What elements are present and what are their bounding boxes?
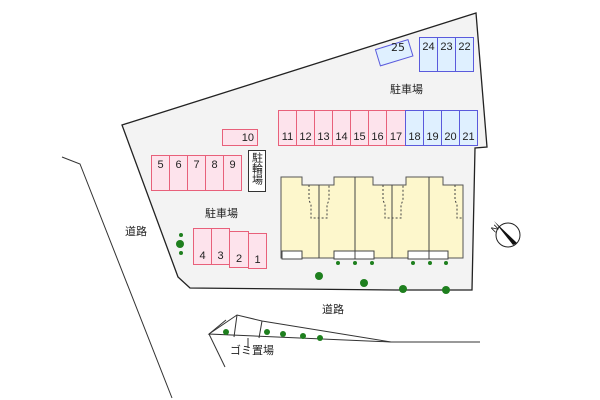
garbage-area-top bbox=[208, 314, 392, 343]
bicycle-parking: 駐輪場 bbox=[248, 150, 266, 192]
label-road-left: 道路 bbox=[125, 225, 147, 238]
parking-stall-2: 2 bbox=[229, 231, 249, 268]
parking-stall-16: 16 bbox=[368, 110, 387, 146]
parking-stall-21: 21 bbox=[459, 110, 478, 146]
north-arrow-icon: N bbox=[489, 221, 521, 248]
bicycle-parking-label: 駐輪場 bbox=[250, 152, 264, 185]
parking-stall-9: 9 bbox=[223, 155, 242, 191]
trees bbox=[176, 233, 450, 341]
parking-stall-18: 18 bbox=[405, 110, 424, 146]
parking-stall-6: 6 bbox=[169, 155, 188, 191]
label-parking-left: 駐車場 bbox=[205, 207, 238, 220]
parking-stall-17: 17 bbox=[386, 110, 406, 146]
label-parking-main: 駐車場 bbox=[390, 83, 423, 96]
parking-stall-5: 5 bbox=[151, 155, 170, 191]
parking-stall-8: 8 bbox=[205, 155, 224, 191]
garbage-area-outline bbox=[207, 319, 480, 343]
label-road-bottom: 道路 bbox=[322, 303, 344, 316]
apartment-building bbox=[280, 176, 464, 260]
parking-stall-13: 13 bbox=[314, 110, 333, 146]
parking-stall-14: 14 bbox=[332, 110, 351, 146]
parking-stall-23: 23 bbox=[437, 37, 456, 72]
parking-stall-3: 3 bbox=[211, 228, 230, 265]
svg-text:N: N bbox=[489, 223, 501, 235]
parking-stall-10: 10 bbox=[222, 129, 258, 146]
parking-stall-11: 11 bbox=[278, 110, 297, 146]
parking-stall-25 bbox=[374, 39, 414, 67]
parking-stall-22: 22 bbox=[455, 37, 474, 72]
parking-stall-15: 15 bbox=[350, 110, 369, 146]
parking-stall-4: 4 bbox=[193, 228, 212, 265]
parking-stall-12: 12 bbox=[296, 110, 315, 146]
road-left-edge bbox=[61, 156, 173, 399]
label-garbage-area: ゴミ置場 bbox=[230, 344, 274, 357]
parking-stall-19: 19 bbox=[423, 110, 442, 146]
parking-stall-20: 20 bbox=[441, 110, 460, 146]
parking-stall-7: 7 bbox=[187, 155, 206, 191]
parking-stall-1: 1 bbox=[248, 233, 267, 269]
stall-25-label: 25 bbox=[391, 41, 405, 54]
parking-stall-24: 24 bbox=[419, 37, 438, 72]
